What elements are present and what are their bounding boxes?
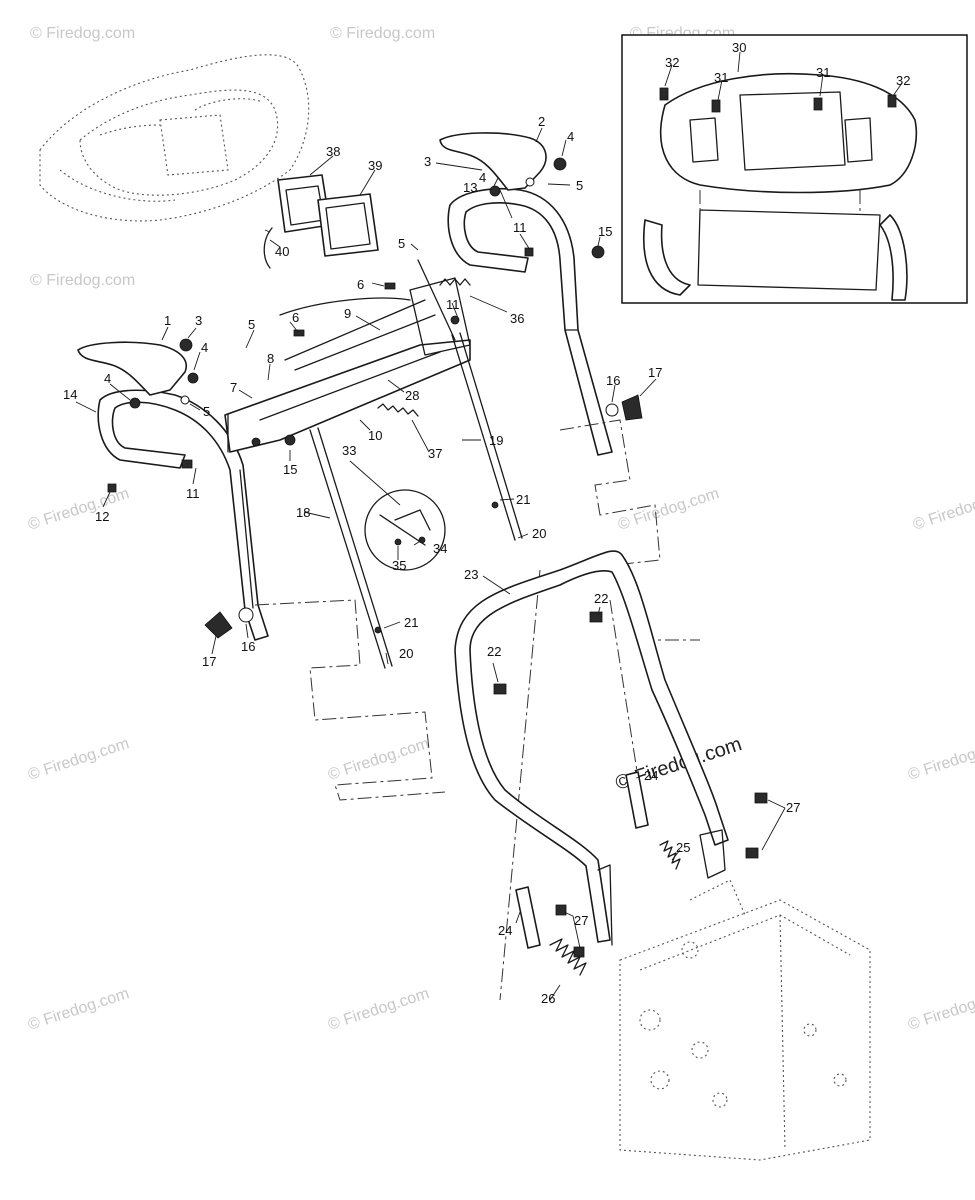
callout-25: 25 <box>676 840 690 855</box>
watermark: © Firedog.com <box>906 985 975 1034</box>
callout-23: 23 <box>464 567 478 582</box>
callout-37: 37 <box>428 446 442 461</box>
spacers-and-springs <box>515 771 681 976</box>
callout-11: 11 <box>513 220 527 235</box>
console-ghost <box>39 54 310 222</box>
callout-4: 4 <box>104 371 111 386</box>
callout-16: 16 <box>606 373 620 388</box>
leader-lines <box>75 51 903 1001</box>
callout-5: 5 <box>576 178 583 193</box>
callout-5: 5 <box>248 317 255 332</box>
watermark: © Firedog.com <box>911 485 975 534</box>
control-rods <box>309 259 523 669</box>
callout-4: 4 <box>479 170 486 185</box>
left-handle-bar <box>97 389 269 641</box>
callout-30: 30 <box>732 40 746 55</box>
callout-21: 21 <box>404 615 418 630</box>
callout-27: 27 <box>574 913 588 928</box>
callout-22: 22 <box>487 644 501 659</box>
lower-handle <box>454 550 729 946</box>
callout-15: 15 <box>598 224 612 239</box>
watermark: © Firedog.com <box>326 735 431 784</box>
callout-27: 27 <box>786 800 800 815</box>
callout-11: 11 <box>446 297 460 312</box>
callout-31: 31 <box>714 70 728 85</box>
watermark: © Firedog.com <box>30 25 135 42</box>
callout-22: 22 <box>594 591 608 606</box>
engine-housing-ghost <box>619 879 871 1161</box>
callout-40: 40 <box>275 244 289 259</box>
callout-13: 13 <box>463 180 477 195</box>
callout-6: 6 <box>357 277 364 292</box>
callout-1: 1 <box>164 313 171 328</box>
callout-10: 10 <box>368 428 382 443</box>
callout-16: 16 <box>241 639 255 654</box>
callout-12: 12 <box>95 509 109 524</box>
callout-3: 3 <box>195 313 202 328</box>
control-lever-left <box>77 341 187 396</box>
callout-26: 26 <box>541 991 555 1006</box>
callout-35: 35 <box>392 558 406 573</box>
callout-8: 8 <box>267 351 274 366</box>
callout-4: 4 <box>201 340 208 355</box>
callout-6: 6 <box>292 310 299 325</box>
callout-39: 39 <box>368 158 382 173</box>
callout-20: 20 <box>399 646 413 661</box>
watermark: © Firedog.com <box>330 25 435 42</box>
callout-38: 38 <box>326 144 340 159</box>
inset-detail-box <box>621 34 968 304</box>
callout-4: 4 <box>567 129 574 144</box>
callout-17: 17 <box>648 365 662 380</box>
callout-32: 32 <box>665 55 679 70</box>
callout-14: 14 <box>63 387 77 402</box>
watermark: © Firedog.com <box>326 985 431 1034</box>
watermark: © Firedog.com <box>30 272 135 289</box>
callout-21: 21 <box>516 492 530 507</box>
right-handle-bar <box>447 187 613 456</box>
callout-24: 24 <box>498 923 512 938</box>
springs <box>377 278 471 417</box>
phantom-lines <box>254 419 700 1001</box>
callout-31: 31 <box>816 65 830 80</box>
detail-circle <box>364 489 446 571</box>
callout-9: 9 <box>344 306 351 321</box>
callout-28: 28 <box>405 388 419 403</box>
control-lever-right <box>439 132 547 191</box>
watermark: © Firedog.com <box>26 485 131 534</box>
callout-24: 24 <box>644 768 658 783</box>
callout-20: 20 <box>532 526 546 541</box>
callout-19: 19 <box>489 433 503 448</box>
callout-34: 34 <box>433 541 447 556</box>
callout-17: 17 <box>202 654 216 669</box>
callout-7: 7 <box>230 380 237 395</box>
callout-32: 32 <box>896 73 910 88</box>
callout-18: 18 <box>296 505 310 520</box>
callout-2: 2 <box>538 114 545 129</box>
callout-15: 15 <box>283 462 297 477</box>
watermark: © Firedog.com <box>26 985 131 1034</box>
work-light-assembly <box>263 174 379 269</box>
callout-5: 5 <box>398 236 405 251</box>
dash-panel <box>224 277 471 453</box>
callout-36: 36 <box>510 311 524 326</box>
callout-11: 11 <box>186 486 200 501</box>
callout-labels: 1 2 3 3 4 4 4 4 5 5 5 5 6 6 7 8 9 10 11 … <box>63 40 910 1006</box>
callout-5: 5 <box>203 404 210 419</box>
watermark: © Firedog.com <box>906 735 975 784</box>
watermark: © Firedog.com <box>26 735 131 784</box>
callout-3: 3 <box>424 154 431 169</box>
callout-33: 33 <box>342 443 356 458</box>
hardware <box>107 87 897 958</box>
